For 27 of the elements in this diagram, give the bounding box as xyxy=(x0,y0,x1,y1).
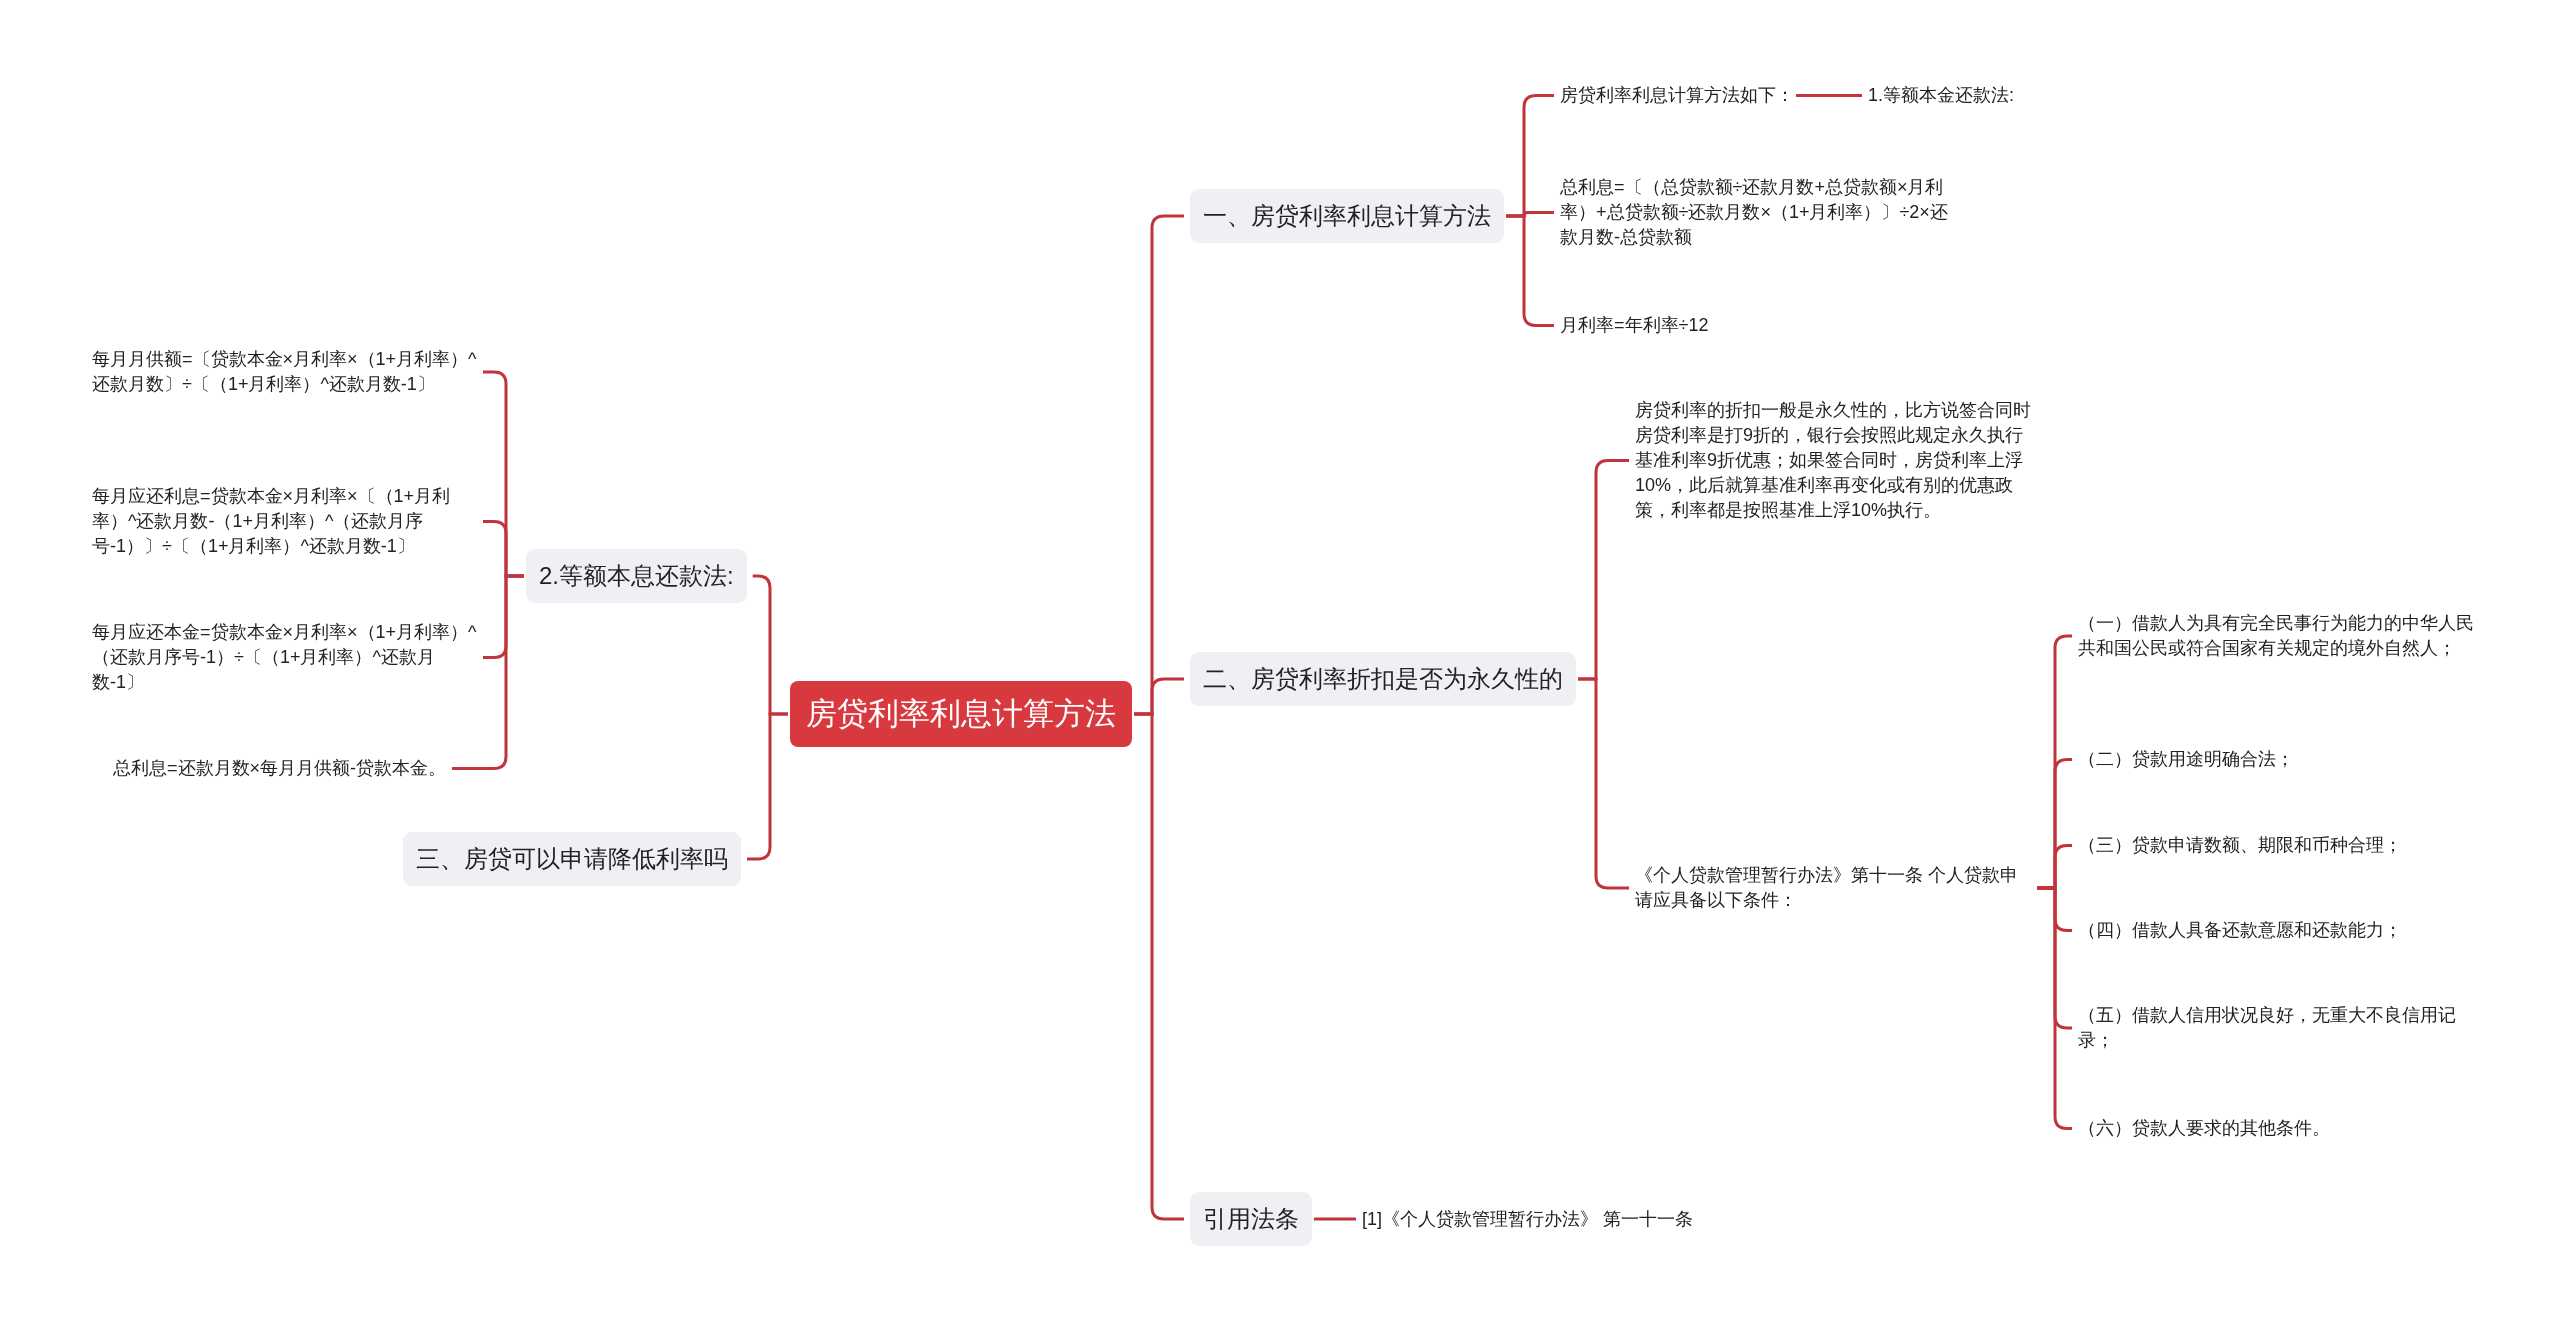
topic-text: （二）贷款用途明确合法； xyxy=(2078,747,2488,772)
topic-box: 二、房贷利率折扣是否为永久性的 xyxy=(1190,652,1576,706)
topic-text: （一）借款人为具有完全民事行为能力的中华人民共和国公民或符合国家有关规定的境外自然人； xyxy=(2078,611,2488,661)
topic-text: 1.等额本金还款法: xyxy=(1868,83,2014,108)
topic-text: [1]《个人贷款管理暂行办法》 第一十一条 xyxy=(1362,1207,1693,1232)
topic-box: 一、房贷利率利息计算方法 xyxy=(1190,189,1504,243)
topic-text: 房贷利率利息计算方法如下： xyxy=(1560,83,1794,108)
topic-box: 2.等额本息还款法: xyxy=(526,549,747,603)
topic-box: 引用法条 xyxy=(1190,1192,1312,1246)
topic-text: （六）贷款人要求的其他条件。 xyxy=(2078,1116,2488,1141)
topic-text: 每月应还本金=贷款本金×月利率×（1+月利率）^（还款月序号-1）÷〔（1+月利率）^还款月数-1〕 xyxy=(92,620,477,695)
topic-text: 总利息=〔（总贷款额÷还款月数+总贷款额×月利率）+总贷款额÷还款月数×（1+月利率）〕÷2×还款月数-总贷款额 xyxy=(1560,175,1955,250)
topic-box: 三、房贷可以申请降低利率吗 xyxy=(403,832,741,886)
topic-text: 每月应还利息=贷款本金×月利率×〔（1+月利率）^还款月数-（1+月利率）^（还款月序号-1）〕÷〔（1+月利率）^还款月数-1〕 xyxy=(92,484,477,559)
topic-text: 总利息=还款月数×每月月供额-贷款本金。 xyxy=(113,756,447,781)
connector-line xyxy=(747,712,788,861)
topic-text: 《个人贷款管理暂行办法》第十一条 个人贷款申请应具备以下条件： xyxy=(1635,863,2035,913)
topic-text: （四）借款人具备还款意愿和还款能力； xyxy=(2078,918,2488,943)
topic-text: 月利率=年利率÷12 xyxy=(1560,313,1709,338)
connector-line xyxy=(1796,94,1862,97)
topic-text: 每月月供额=〔贷款本金×月利率×（1+月利率）^还款月数〕÷〔（1+月利率）^还款月数-1〕 xyxy=(92,347,477,397)
topic-text: （五）借款人信用状况良好，无重大不良信用记录； xyxy=(2078,1003,2488,1053)
connector-line xyxy=(1314,1217,1356,1221)
topic-text: 房贷利率的折扣一般是永久性的，比方说签合同时房贷利率是打9折的，银行会按照此规定永久执行基准利率9折优惠；如果签合同时，房贷利率上浮10%，此后就算基准利率再变化或有别的优惠政策，利率都是按照基准上浮10%执行。 xyxy=(1635,398,2035,523)
topic-text: （三）贷款申请数额、期限和币种合理； xyxy=(2078,833,2488,858)
central-topic-box: 房贷利率利息计算方法 xyxy=(790,681,1132,747)
connector-line xyxy=(452,574,524,770)
